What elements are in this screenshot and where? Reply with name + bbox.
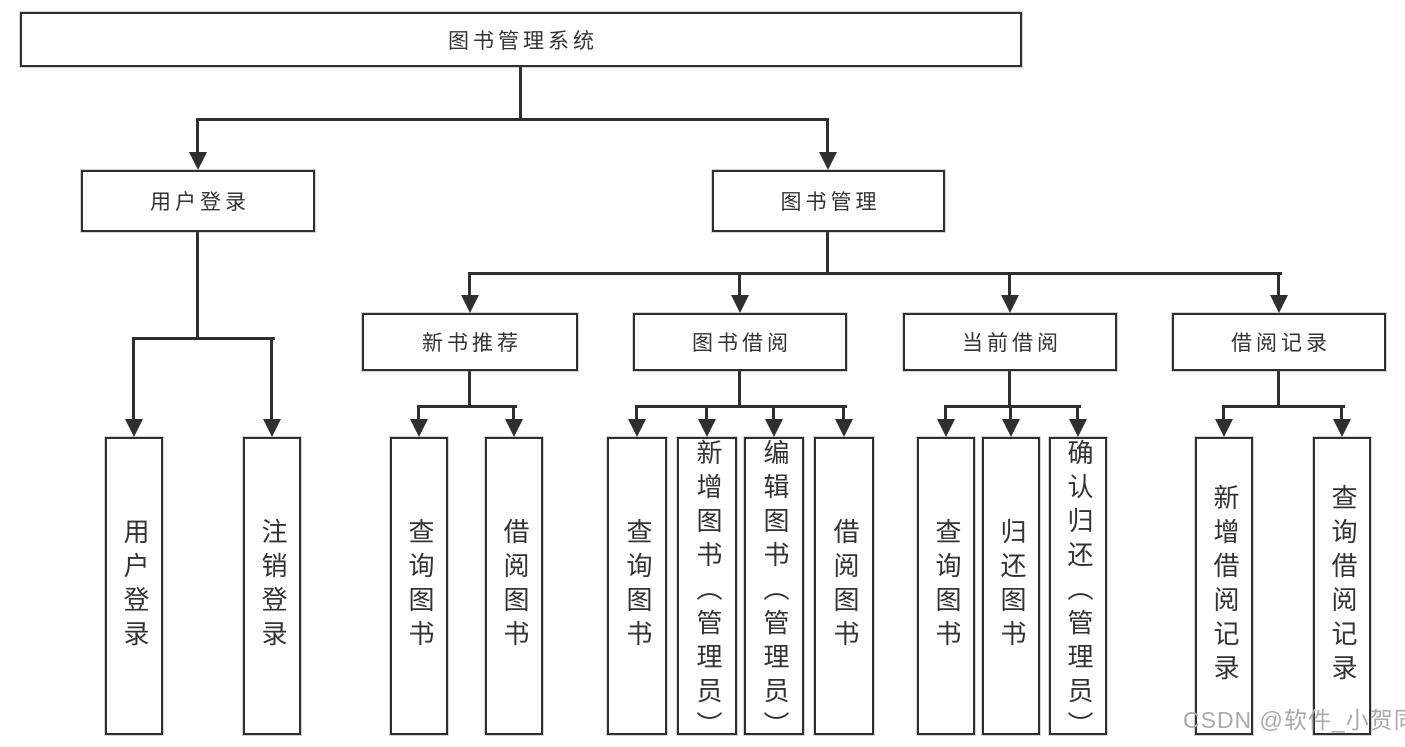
connector-line (635, 405, 638, 421)
connector-line (1008, 272, 1011, 298)
connector-line (417, 405, 517, 408)
leaf-borrow-borrow-books-label: 借阅图书 (829, 518, 860, 654)
arrow-down-icon (1270, 295, 1288, 313)
connector-line (826, 232, 829, 274)
arrow-down-icon (263, 419, 281, 437)
node-root-label: 图书管理系统 (448, 29, 598, 53)
leaf-borrow-add-books-admin-label: 新增图书（管理员） (692, 439, 723, 745)
connector-line (944, 405, 947, 421)
connector-line (1076, 405, 1079, 421)
connector-line (417, 405, 420, 421)
node-borrow-records-label: 借阅记录 (1231, 332, 1331, 355)
leaf-logout-label: 注销登录 (257, 518, 288, 654)
connector-line (1008, 371, 1011, 407)
arrow-down-icon (819, 152, 837, 170)
csdn-watermark: CSDN @软件_小贺同学 (1183, 707, 1405, 733)
arrow-down-icon (835, 419, 853, 437)
node-book-management-label: 图书管理 (780, 191, 881, 214)
arrow-down-icon (937, 419, 955, 437)
arrow-down-icon (189, 152, 207, 170)
connector-line (512, 405, 515, 421)
arrow-down-icon (1333, 419, 1351, 437)
connector-line (1340, 405, 1343, 421)
connector-line (772, 405, 775, 421)
connector-line (842, 405, 845, 421)
node-book-management: 图书管理 (712, 170, 945, 232)
leaf-current-query-books-label: 查询图书 (931, 518, 962, 654)
node-user-login-label: 用户登录 (150, 191, 250, 214)
connector-line (1222, 405, 1345, 408)
leaf-borrow-edit-books-admin: 编辑图书（管理员） (744, 437, 804, 745)
node-root: 图书管理系统 (20, 12, 1022, 67)
leaf-records-add-record: 新增借阅记录 (1195, 437, 1253, 735)
connector-line (705, 405, 708, 421)
arrow-down-icon (731, 295, 749, 313)
leaf-rec-query-books-label: 查询图书 (404, 518, 435, 654)
leaf-current-return-books: 归还图书 (982, 437, 1040, 735)
connector-line (635, 405, 847, 408)
leaf-borrow-edit-books-admin-label: 编辑图书（管理员） (759, 439, 790, 745)
connector-line (519, 67, 522, 118)
node-current-borrow: 当前借阅 (903, 313, 1117, 371)
connector-line (468, 272, 471, 298)
leaf-borrow-borrow-books: 借阅图书 (814, 437, 874, 735)
arrow-down-icon (698, 419, 716, 437)
arrow-down-icon (628, 419, 646, 437)
arrow-down-icon (1215, 419, 1233, 437)
arrow-down-icon (410, 419, 428, 437)
leaf-user-login-label: 用户登录 (119, 518, 150, 654)
connector-line (132, 337, 275, 340)
connector-line (1277, 272, 1280, 298)
leaf-rec-borrow-books: 借阅图书 (485, 437, 543, 735)
leaf-records-add-record-label: 新增借阅记录 (1209, 484, 1240, 688)
leaf-borrow-query-books-label: 查询图书 (622, 518, 653, 654)
node-current-borrow-label: 当前借阅 (962, 332, 1062, 355)
leaf-records-query-record: 查询借阅记录 (1313, 437, 1371, 735)
node-user-login: 用户登录 (81, 170, 315, 232)
connector-line (196, 118, 199, 154)
connector-line (1009, 405, 1012, 421)
connector-line (132, 337, 135, 421)
node-book-borrow-label: 图书借阅 (692, 332, 792, 355)
arrow-down-icon (1002, 419, 1020, 437)
connector-line (196, 118, 829, 121)
leaf-current-return-books-label: 归还图书 (996, 518, 1027, 654)
connector-line (270, 337, 273, 421)
node-new-book-recommend: 新书推荐 (362, 313, 578, 371)
leaf-current-confirm-return-admin-label: 确认归还（管理员） (1063, 439, 1094, 745)
connector-line (468, 371, 471, 407)
leaf-logout: 注销登录 (243, 437, 301, 735)
arrow-down-icon (765, 419, 783, 437)
connector-line (468, 272, 1282, 275)
node-book-borrow: 图书借阅 (633, 313, 847, 371)
connector-line (738, 371, 741, 407)
leaf-current-query-books: 查询图书 (917, 437, 975, 735)
leaf-rec-borrow-books-label: 借阅图书 (499, 518, 530, 654)
arrow-down-icon (125, 419, 143, 437)
arrow-down-icon (1069, 419, 1087, 437)
leaf-user-login: 用户登录 (105, 437, 163, 735)
arrow-down-icon (505, 419, 523, 437)
connector-line (826, 118, 829, 154)
leaf-borrow-add-books-admin: 新增图书（管理员） (677, 437, 737, 745)
connector-line (1277, 371, 1280, 407)
connector-line (944, 405, 1081, 408)
connector-line (1222, 405, 1225, 421)
arrow-down-icon (1001, 295, 1019, 313)
leaf-borrow-query-books: 查询图书 (607, 437, 667, 735)
leaf-current-confirm-return-admin: 确认归还（管理员） (1049, 437, 1107, 745)
leaf-records-query-record-label: 查询借阅记录 (1327, 484, 1358, 688)
node-borrow-records: 借阅记录 (1172, 313, 1386, 371)
arrow-down-icon (461, 295, 479, 313)
connector-line (196, 232, 199, 339)
connector-line (738, 272, 741, 298)
node-new-book-recommend-label: 新书推荐 (422, 332, 522, 355)
leaf-rec-query-books: 查询图书 (390, 437, 448, 735)
